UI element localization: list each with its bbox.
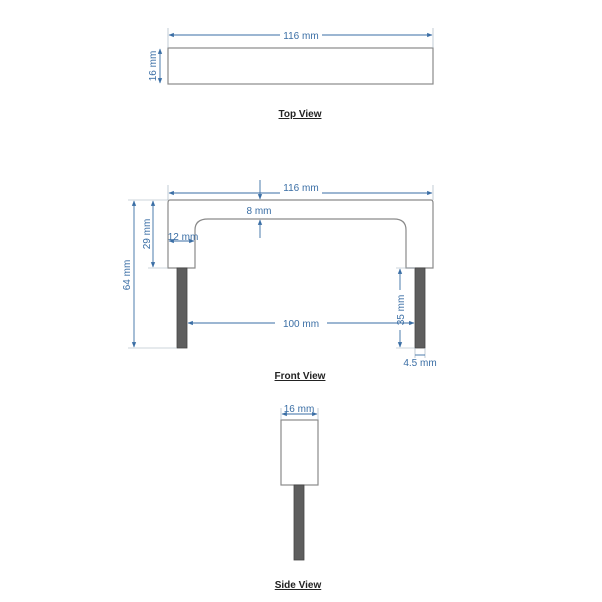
thickness-label: 8 mm xyxy=(247,206,272,217)
handle-front-outline xyxy=(167,199,434,269)
top-view: 116 mm 16 mm Top View xyxy=(148,28,434,120)
total-height-label: 64 mm xyxy=(122,260,133,291)
front-length-label: 116 mm xyxy=(283,183,318,194)
center-distance-label: 100 mm xyxy=(283,319,319,330)
top-length-label: 116 mm xyxy=(283,31,318,42)
left-screw xyxy=(176,267,188,349)
handle-side-outline xyxy=(280,419,319,486)
handle-height-label: 29 mm xyxy=(142,219,153,250)
side-view: 16 mm Side View xyxy=(275,404,322,591)
side-view-title: Side View xyxy=(275,580,322,591)
top-width-label: 16 mm xyxy=(148,51,159,82)
front-view: 116 mm 8 mm 29 mm 64 mm 12 mm 100 mm 35 … xyxy=(122,180,437,382)
leg-width-label: 12 mm xyxy=(168,232,199,243)
side-screw xyxy=(293,484,305,561)
screw-diameter-label: 4.5 mm xyxy=(403,358,436,369)
side-width-label: 16 mm xyxy=(284,404,315,415)
top-view-title: Top View xyxy=(279,109,322,120)
screw-length-label: 35 mm xyxy=(396,295,407,326)
right-screw xyxy=(414,267,426,349)
handle-top-outline xyxy=(167,47,434,85)
front-view-title: Front View xyxy=(275,371,326,382)
